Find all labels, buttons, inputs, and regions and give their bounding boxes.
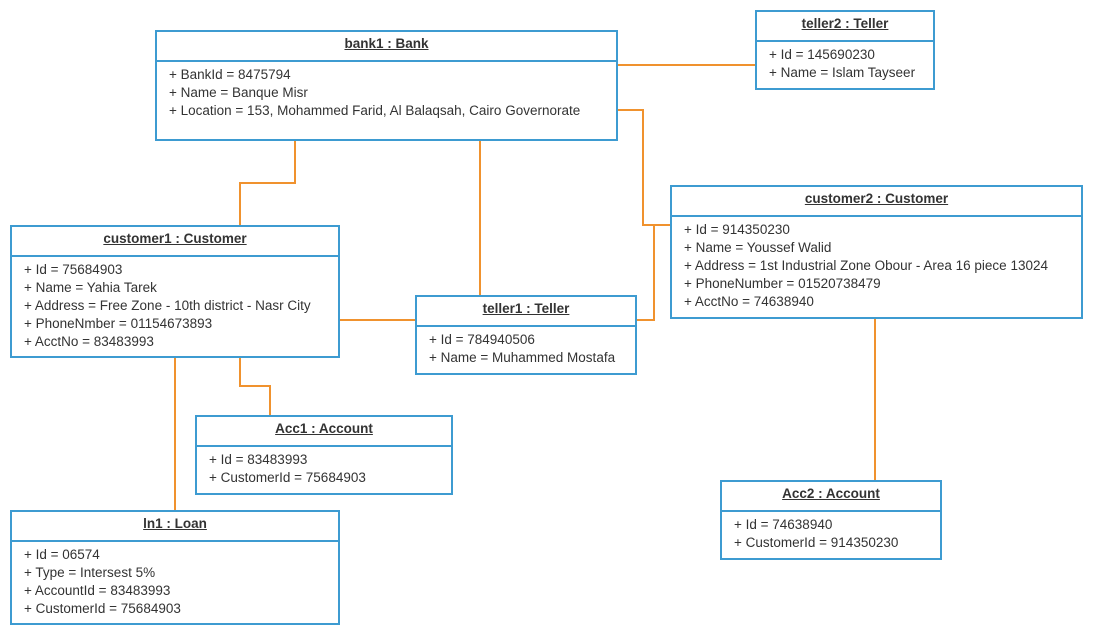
object-title: customer1 : Customer	[12, 227, 338, 257]
object-title: bank1 : Bank	[157, 32, 616, 62]
attribute: + Name = Youssef Walid	[684, 240, 832, 255]
attribute: + AcctNo = 83483993	[24, 334, 154, 349]
attribute: + Id = 74638940	[734, 517, 833, 532]
attribute: + Name = Banque Misr	[169, 85, 308, 100]
object-title: teller2 : Teller	[757, 12, 933, 42]
object-acc1[interactable]: Acc1 : Account + Id = 83483993 + Custome…	[195, 415, 453, 495]
object-customer2[interactable]: customer2 : Customer + Id = 914350230 + …	[670, 185, 1083, 319]
link-teller1-customer2	[636, 225, 655, 321]
attribute: + Type = Intersest 5%	[24, 565, 156, 580]
object-title: teller1 : Teller	[417, 297, 635, 327]
object-teller1[interactable]: teller1 : Teller + Id = 784940506 + Name…	[415, 295, 637, 375]
object-bank1[interactable]: bank1 : Bank + BankId = 8475794 + Name =…	[155, 30, 618, 141]
attribute: + Name = Islam Tayseer	[769, 65, 916, 80]
attribute: + CustomerId = 914350230	[734, 535, 899, 550]
attribute: + CustomerId = 75684903	[209, 470, 366, 485]
attribute: + PhoneNmber = 01154673893	[24, 316, 213, 331]
attribute: + AcctNo = 74638940	[684, 294, 814, 309]
attribute: + Name = Muhammed Mostafa	[429, 350, 616, 365]
object-title: Acc2 : Account	[722, 482, 940, 512]
attribute: + Id = 83483993	[209, 452, 308, 467]
attribute: + Address = Free Zone - 10th district - …	[24, 298, 311, 313]
attribute: + Id = 75684903	[24, 262, 123, 277]
link-customer1-acc1	[239, 357, 271, 416]
object-title: Acc1 : Account	[197, 417, 451, 447]
object-title: customer2 : Customer	[672, 187, 1081, 217]
attribute: + PhoneNumber = 01520738479	[684, 276, 881, 291]
attribute: + Id = 784940506	[429, 332, 535, 347]
attribute: + Address = 1st Industrial Zone Obour - …	[684, 258, 1048, 273]
link-bank1-customer1	[239, 140, 296, 227]
attribute: + Id = 914350230	[684, 222, 790, 237]
link-bank1-customer2	[618, 109, 671, 226]
attribute: + Id = 145690230	[769, 47, 875, 62]
object-title: ln1 : Loan	[12, 512, 338, 542]
attribute: + Name = Yahia Tarek	[24, 280, 157, 295]
object-ln1[interactable]: ln1 : Loan + Id = 06574 + Type = Interse…	[10, 510, 340, 625]
attribute: + Id = 06574	[24, 547, 100, 562]
attribute: + CustomerId = 75684903	[24, 601, 181, 616]
attribute: + BankId = 8475794	[169, 67, 291, 82]
object-acc2[interactable]: Acc2 : Account + Id = 74638940 + Custome…	[720, 480, 942, 560]
object-teller2[interactable]: teller2 : Teller + Id = 145690230 + Name…	[755, 10, 935, 90]
attribute: + Location = 153, Mohammed Farid, Al Bal…	[169, 103, 581, 118]
attribute: + AccountId = 83483993	[24, 583, 171, 598]
object-customer1[interactable]: customer1 : Customer + Id = 75684903 + N…	[10, 225, 340, 358]
